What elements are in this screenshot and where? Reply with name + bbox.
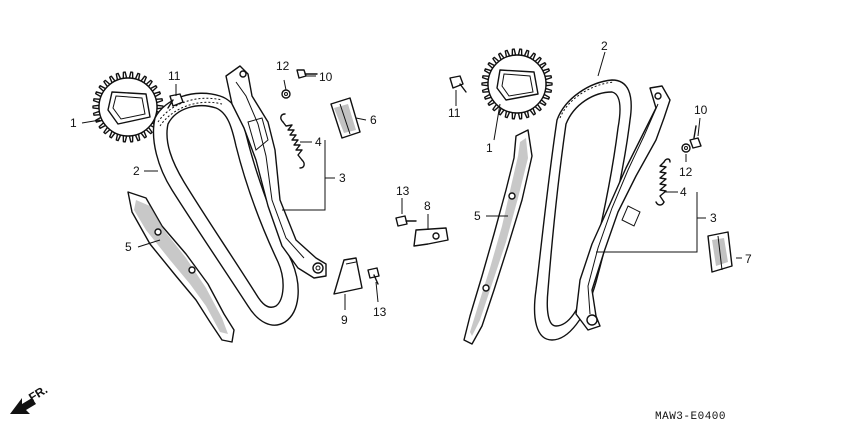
chain-guide-pad-7 (707, 231, 733, 273)
left-assembly (92, 65, 361, 343)
leader-lines (81, 51, 742, 310)
callout-5-right: 5 (474, 209, 481, 223)
callout-13-lower: 13 (373, 305, 387, 319)
callout-3-left: 3 (339, 171, 346, 185)
bolt-13-upper (395, 215, 417, 227)
callout-12-left: 12 (276, 59, 290, 73)
callout-4-right: 4 (680, 185, 687, 199)
callout-labels: 1 2 3 4 5 6 10 11 12 13 8 9 13 11 1 2 4 … (70, 39, 752, 327)
tensioner-arm-left (225, 65, 327, 279)
sprocket-tooth (481, 81, 489, 87)
tensioner-spring-right (655, 158, 671, 206)
callout-2-right: 2 (601, 39, 608, 53)
diagram-code: MAW3-E0400 (655, 411, 726, 423)
front-arrow-icon (10, 398, 36, 414)
bolt-11-right (449, 75, 467, 93)
bolt-13-lower (367, 267, 380, 285)
cam-sprocket-right (481, 48, 553, 120)
chain-guide-left (127, 191, 235, 343)
callout-11-right: 11 (448, 106, 461, 120)
plate-9 (333, 257, 363, 295)
right-assembly (449, 48, 733, 345)
callout-8: 8 (424, 199, 431, 213)
callout-11-left: 11 (168, 69, 181, 83)
callout-4-left: 4 (315, 135, 322, 149)
chain-guide-right (463, 129, 533, 345)
tensioner-arm-right (575, 85, 671, 331)
callout-10-right: 10 (694, 103, 708, 117)
tensioner-spring-left (280, 113, 305, 169)
bolt-10-left (296, 69, 318, 79)
callout-1-right: 1 (486, 141, 493, 155)
bracket-8 (413, 227, 449, 247)
callout-5-left: 5 (125, 240, 132, 254)
callout-2-left: 2 (133, 164, 140, 178)
washer-12-left (281, 89, 291, 99)
callout-6: 6 (370, 113, 377, 127)
bolt-10-right (689, 125, 702, 149)
bolt-11-left (167, 93, 184, 109)
sprocket-tooth (545, 81, 553, 87)
callout-10-left: 10 (319, 70, 333, 84)
cam-sprocket-left (92, 71, 164, 143)
callout-1-left: 1 (70, 116, 77, 130)
center-parts (333, 215, 449, 295)
front-direction-marker: FR. (10, 382, 50, 414)
callout-13-upper: 13 (396, 184, 410, 198)
chain-guide-pad-6 (330, 97, 361, 139)
callout-7: 7 (745, 252, 752, 266)
cam-chain-left (152, 92, 299, 326)
callout-12-right: 12 (679, 165, 693, 179)
callout-9: 9 (341, 313, 348, 327)
callout-3-right: 3 (710, 211, 717, 225)
sprocket-tooth (92, 104, 100, 110)
washer-12-right (681, 143, 691, 153)
